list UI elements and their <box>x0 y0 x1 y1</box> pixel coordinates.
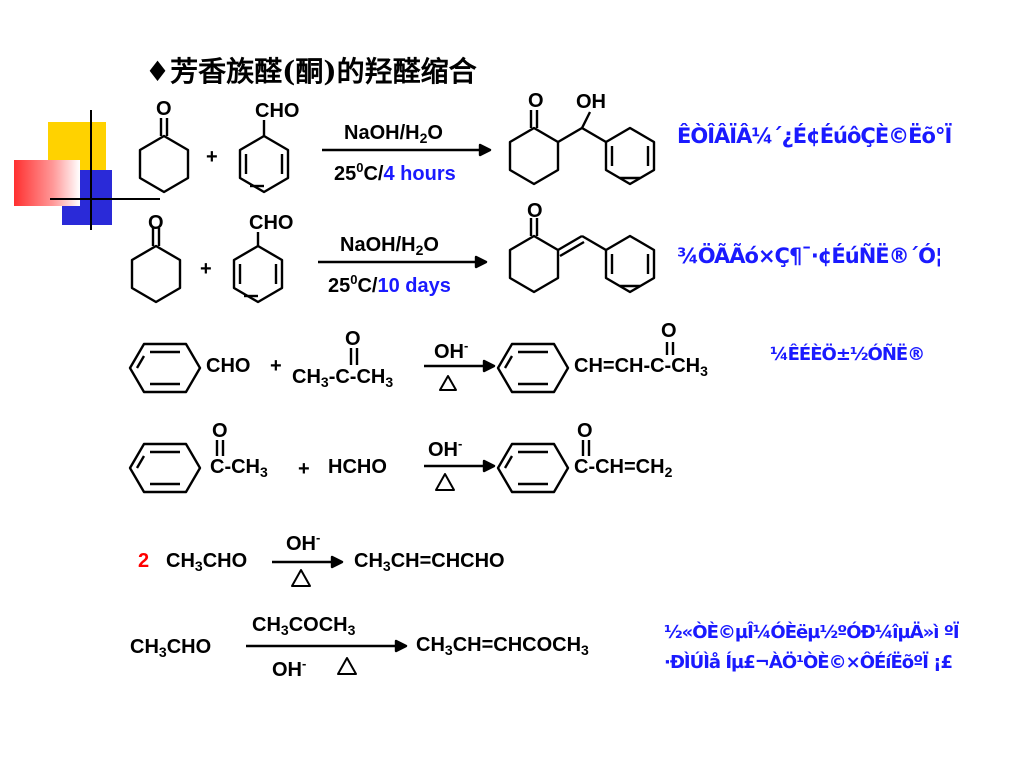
r4-heat-triangle <box>435 473 455 491</box>
r1-cyclohexanone <box>138 118 190 194</box>
r5-reactant: CH3CHO <box>166 550 248 574</box>
page-title: ♦芳香族醛(酮)的羟醛缩合 <box>145 55 477 88</box>
r3-note: ¼ÊÉÈÖ±½ÓÑË® <box>770 344 925 365</box>
r6-product: CH3CH=CHCOCH3 <box>416 634 589 658</box>
r3-acetone-oxygen: O <box>345 328 361 350</box>
r2-reagent: NaOH/H2O <box>340 234 439 258</box>
r2-plus: + <box>200 258 212 280</box>
r5-catalyst: OH- <box>286 530 321 555</box>
r3-plus: + <box>270 355 282 377</box>
decor-vertical-line <box>90 110 92 230</box>
r6-catalyst: OH- <box>272 656 307 681</box>
r3-product-oxygen: O <box>661 320 677 342</box>
r2-condition: 250C/10 days <box>328 272 451 297</box>
r1-reagent: NaOH/H2O <box>344 122 443 146</box>
r2-cyclohexanone <box>130 228 182 304</box>
r5-heat-triangle <box>291 569 311 587</box>
r2-cho-label: CHO <box>249 212 294 234</box>
decor-horizontal-line <box>50 198 160 200</box>
r2-product-oxygen: O <box>527 200 543 222</box>
r6-heat-triangle <box>337 657 357 675</box>
r3-benzene <box>128 342 202 394</box>
r6-note-line2: ·ÐÌÚÌå Íµ£¬ÀÖ¹ÒÈ©×ÔÉíËõºÏ ¡£ <box>664 652 953 673</box>
r3-heat-triangle <box>439 375 457 391</box>
r4-plus: + <box>298 458 310 480</box>
r5-coefficient: 2 <box>138 550 150 572</box>
r4-product-benzene <box>496 442 570 494</box>
r1-plus: + <box>206 146 218 168</box>
r1-condition: 250C/4 hours <box>334 160 456 185</box>
r2-note: ¾ÖÃÃó×Ç¶¯·¢ÉúÑË®´Ó¦ <box>677 244 943 268</box>
r3-acetone: CH3-C-CH3 <box>292 366 394 390</box>
r1-product-oh: OH <box>576 91 606 113</box>
r2-oxygen-label: O <box>148 212 164 234</box>
r1-product-oxygen: O <box>528 90 544 112</box>
r6-note-line1: ½«ÒÈ©µÎ¼ÓÈëµ½ºÓÐ¼îµÄ»ì ºÏ <box>664 622 960 643</box>
r3-cho-label: CHO <box>206 355 251 377</box>
r1-product <box>508 110 656 186</box>
decor-corner <box>0 0 160 240</box>
r1-benzaldehyde <box>238 120 290 194</box>
r1-note: ÊÒÎÂÏÂ¼´¿É¢ÉúôÇÈ©Ëõ°Ï <box>677 124 952 148</box>
r6-reactant: CH3CHO <box>130 636 212 660</box>
r4-product-oxygen: O <box>577 420 593 442</box>
r4-acetophenone-oxygen: O <box>212 420 228 442</box>
r2-product <box>508 218 656 294</box>
r4-catalyst: OH- <box>428 436 463 461</box>
r5-product: CH3CH=CHCHO <box>354 550 505 574</box>
r3-product-benzene <box>496 342 570 394</box>
r1-cho-label: CHO <box>255 100 300 122</box>
r3-product: CH=CH-C-CH3 <box>574 355 708 379</box>
r4-acetophenone: C-CH3 <box>210 456 268 480</box>
r6-cosolvent: CH3COCH3 <box>252 614 356 638</box>
r3-catalyst: OH- <box>434 338 469 363</box>
r1-oxygen-label: O <box>156 98 172 120</box>
r4-formaldehyde: HCHO <box>328 456 387 478</box>
r4-product: C-CH=CH2 <box>574 456 673 480</box>
r4-benzene <box>128 442 202 494</box>
r2-benzaldehyde <box>232 232 284 304</box>
